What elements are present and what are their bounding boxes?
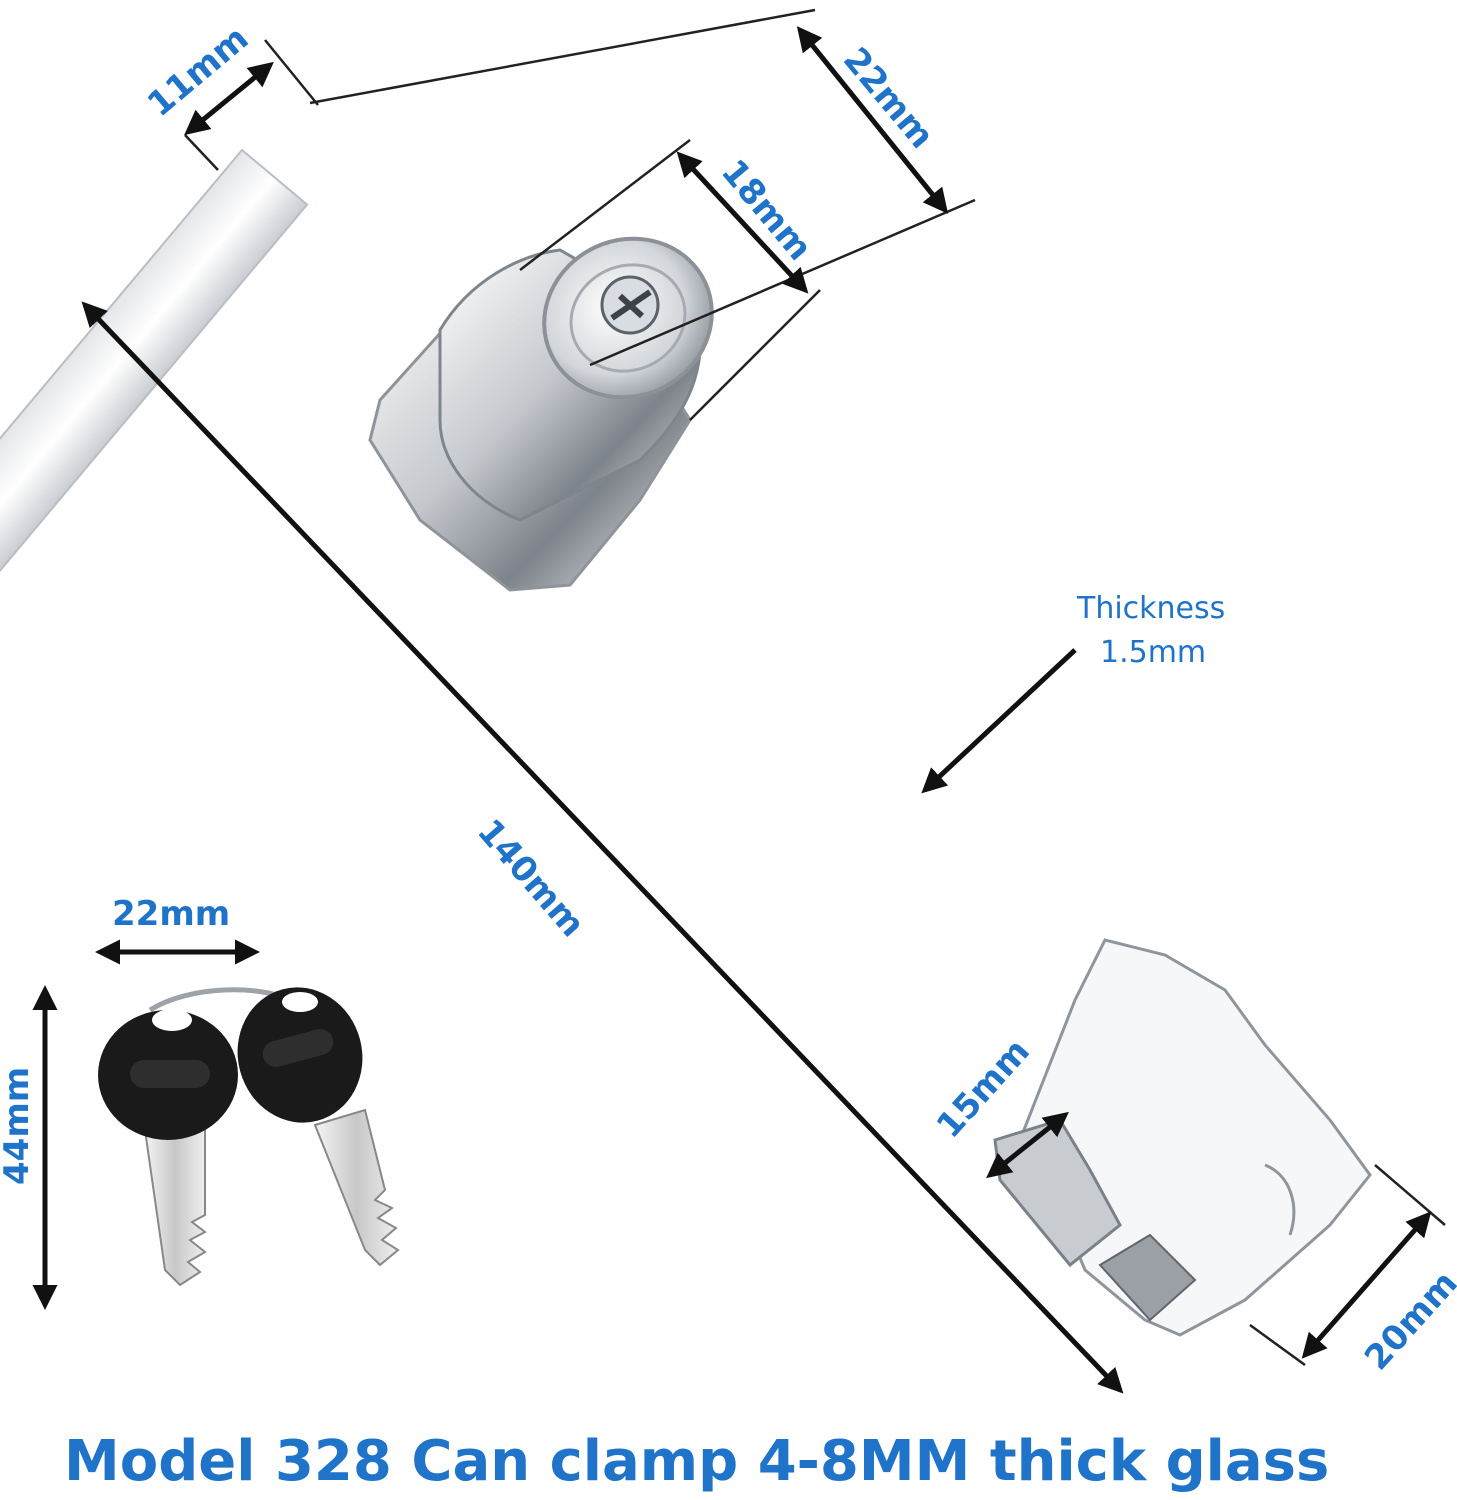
clamp-gap-arrow: [986, 1111, 1069, 1179]
overall-length-label: 140mm: [469, 812, 592, 945]
dimension-lines: [32, 8, 1446, 1394]
keys-icon: [98, 987, 400, 1287]
product-caption: Model 328 Can clamp 4-8MM thick glass: [64, 1429, 1329, 1494]
thickness-pointer-arrow: [921, 648, 1077, 794]
overall-length-arrow: [81, 301, 1124, 1394]
thickness-value: 1.5mm: [1100, 635, 1206, 670]
lock-width-arrow: [796, 26, 949, 214]
key-width-label: 22mm: [112, 894, 230, 934]
key-height-label: 44mm: [0, 1067, 37, 1185]
thickness-label: Thickness: [1076, 591, 1225, 626]
strip-width-arrow: [184, 61, 274, 136]
clamp-width-arrow: [1301, 1211, 1432, 1359]
cylinder-diameter-arrow: [676, 151, 809, 294]
strip-width-label: 11mm: [140, 18, 256, 125]
clamp-gap-label: 15mm: [929, 1031, 1038, 1146]
